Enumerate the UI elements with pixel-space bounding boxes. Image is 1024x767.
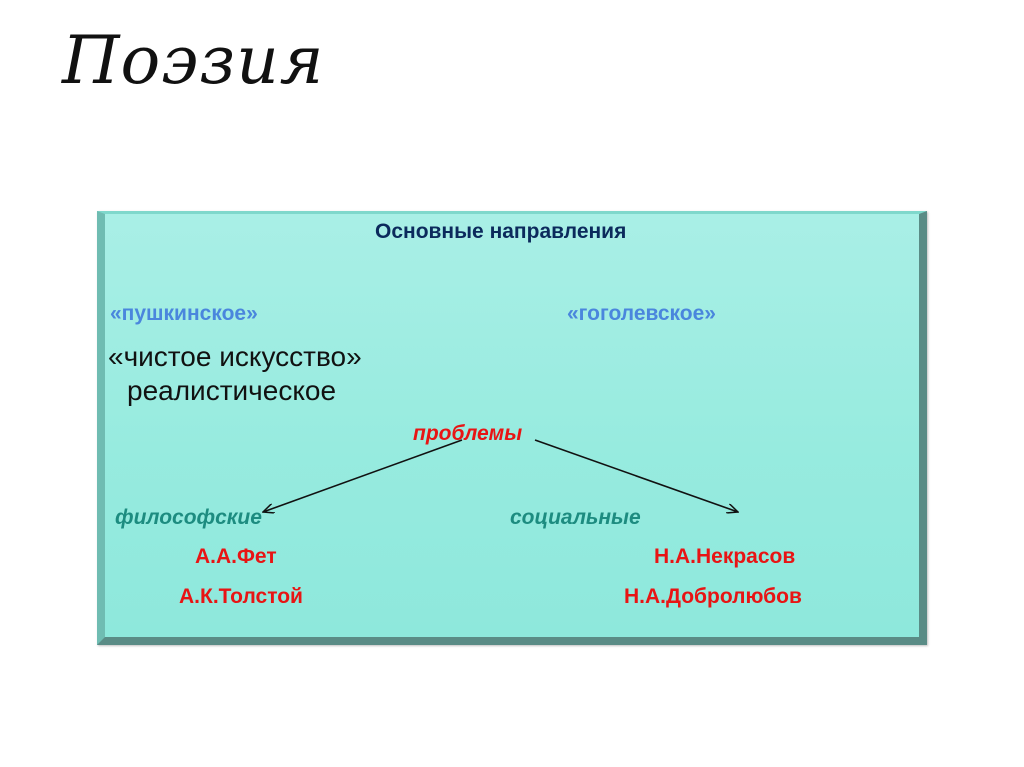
description-realistic: реалистическое	[127, 375, 337, 406]
directions-box	[97, 211, 927, 645]
category-social: социальные	[510, 506, 641, 529]
author-nekrasov: Н.А.Некрасов	[654, 545, 796, 568]
author-tolstoy: А.К.Толстой	[179, 585, 303, 608]
author-fet: А.А.Фет	[195, 545, 277, 568]
problems-label: проблемы	[413, 422, 523, 445]
direction-pushkin: «пушкинское»	[110, 302, 258, 325]
category-philosophical: философские	[115, 506, 262, 529]
description-pure-art: «чистое искусство»	[108, 341, 362, 372]
author-dobrolyubov: Н.А.Добролюбов	[624, 585, 802, 608]
box-heading: Основные направления	[375, 220, 627, 243]
direction-gogol: «гоголевское»	[567, 302, 716, 325]
slide-title: Поэзия	[62, 22, 325, 99]
